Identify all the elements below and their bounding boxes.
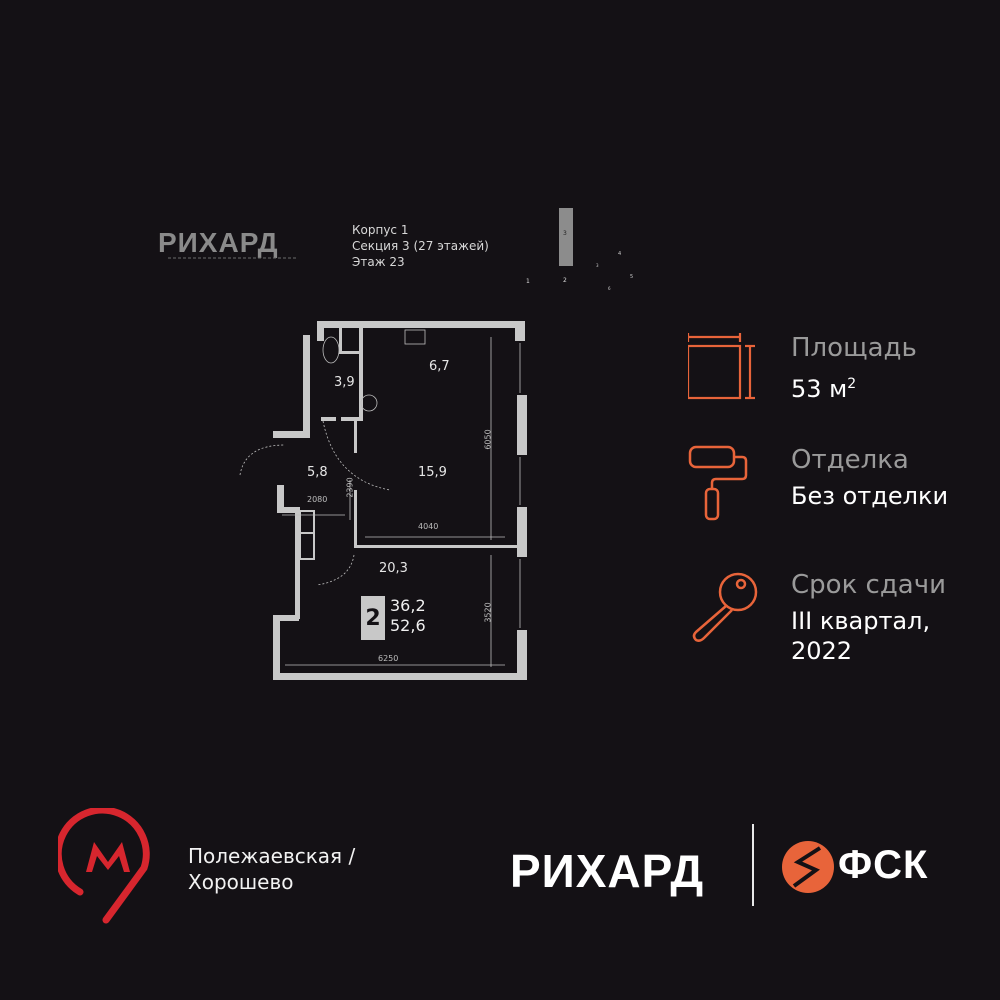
delivery-year: 2022 (791, 637, 853, 665)
metro-station-line2: Хорошево (188, 870, 294, 894)
paint-roller-icon (688, 445, 748, 521)
keyplan: 3 1 2 3 4 5 6 (526, 208, 633, 291)
dimension-2390: 2390 (345, 477, 355, 498)
svg-text:3: 3 (563, 230, 567, 237)
project-logo: РИХАРД (510, 845, 704, 897)
logo-divider (752, 824, 754, 906)
developer-logo: ФСК (780, 840, 945, 894)
svg-text:1: 1 (526, 278, 530, 285)
building-info: Корпус 1 Секция 3 (27 этажей) Этаж 23 (352, 222, 489, 270)
area-summary: 36,2 52,6 (390, 596, 426, 636)
total-area: 52,6 (390, 616, 426, 635)
room-area-bedroom: 15,9 (418, 465, 447, 480)
feature-area: Площадь 53 м2 (688, 333, 988, 423)
project-logo-small: РИХАРД (158, 228, 298, 259)
area-icon (688, 333, 755, 400)
key-icon (692, 572, 758, 642)
dimension-6250: 6250 (378, 654, 399, 663)
feature-delivery: Срок сдачи III квартал, 2022 (688, 570, 988, 680)
feature-delivery-label: Срок сдачи (791, 570, 946, 600)
room-area-bathroom: 3,9 (334, 375, 355, 390)
dimension-3520: 3520 (483, 602, 493, 623)
svg-text:3: 3 (596, 263, 599, 268)
room-area-hall: 5,8 (307, 465, 328, 480)
feature-area-label: Площадь (791, 333, 917, 363)
feature-finish: Отделка Без отделки (688, 445, 988, 535)
room-area-living-room: 20,3 (379, 561, 408, 576)
delivery-quarter: III квартал, (791, 607, 931, 635)
room-area-kitchen: 6,7 (429, 359, 450, 374)
building-label: Корпус 1 (352, 223, 409, 237)
section-label: Секция 3 (27 этажей) (352, 239, 489, 253)
feature-finish-value: Без отделки (791, 482, 949, 510)
area-value-text: 53 м (791, 375, 848, 403)
svg-text:6: 6 (608, 286, 611, 291)
floor-plan: 3,9 6,7 5,8 15,9 20,3 6050 2390 2080 404… (235, 315, 545, 695)
metro-icon (58, 808, 150, 924)
developer-name: ФСК (838, 843, 929, 887)
metro-station: Полежаевская / Хорошево (188, 843, 355, 895)
feature-delivery-value: III квартал, 2022 (791, 606, 930, 666)
fsk-emblem-icon (782, 841, 834, 893)
dimension-4040: 4040 (418, 522, 439, 531)
dimension-6050: 6050 (483, 429, 493, 450)
dimension-2080: 2080 (307, 495, 328, 504)
svg-text:РИХАРД: РИХАРД (510, 845, 704, 897)
floor-plan-walls (239, 321, 527, 680)
svg-text:РИХАРД: РИХАРД (158, 228, 279, 258)
svg-text:2: 2 (563, 277, 567, 284)
feature-area-value: 53 м2 (791, 369, 856, 404)
living-area: 36,2 (390, 596, 426, 615)
area-unit-sup: 2 (847, 376, 857, 392)
metro-station-line1: Полежаевская / (188, 844, 356, 868)
svg-text:5: 5 (630, 274, 633, 280)
svg-text:4: 4 (618, 251, 621, 257)
rooms-count-badge: 2 (361, 596, 385, 640)
feature-finish-label: Отделка (791, 445, 909, 475)
floor-label: Этаж 23 (352, 255, 405, 269)
